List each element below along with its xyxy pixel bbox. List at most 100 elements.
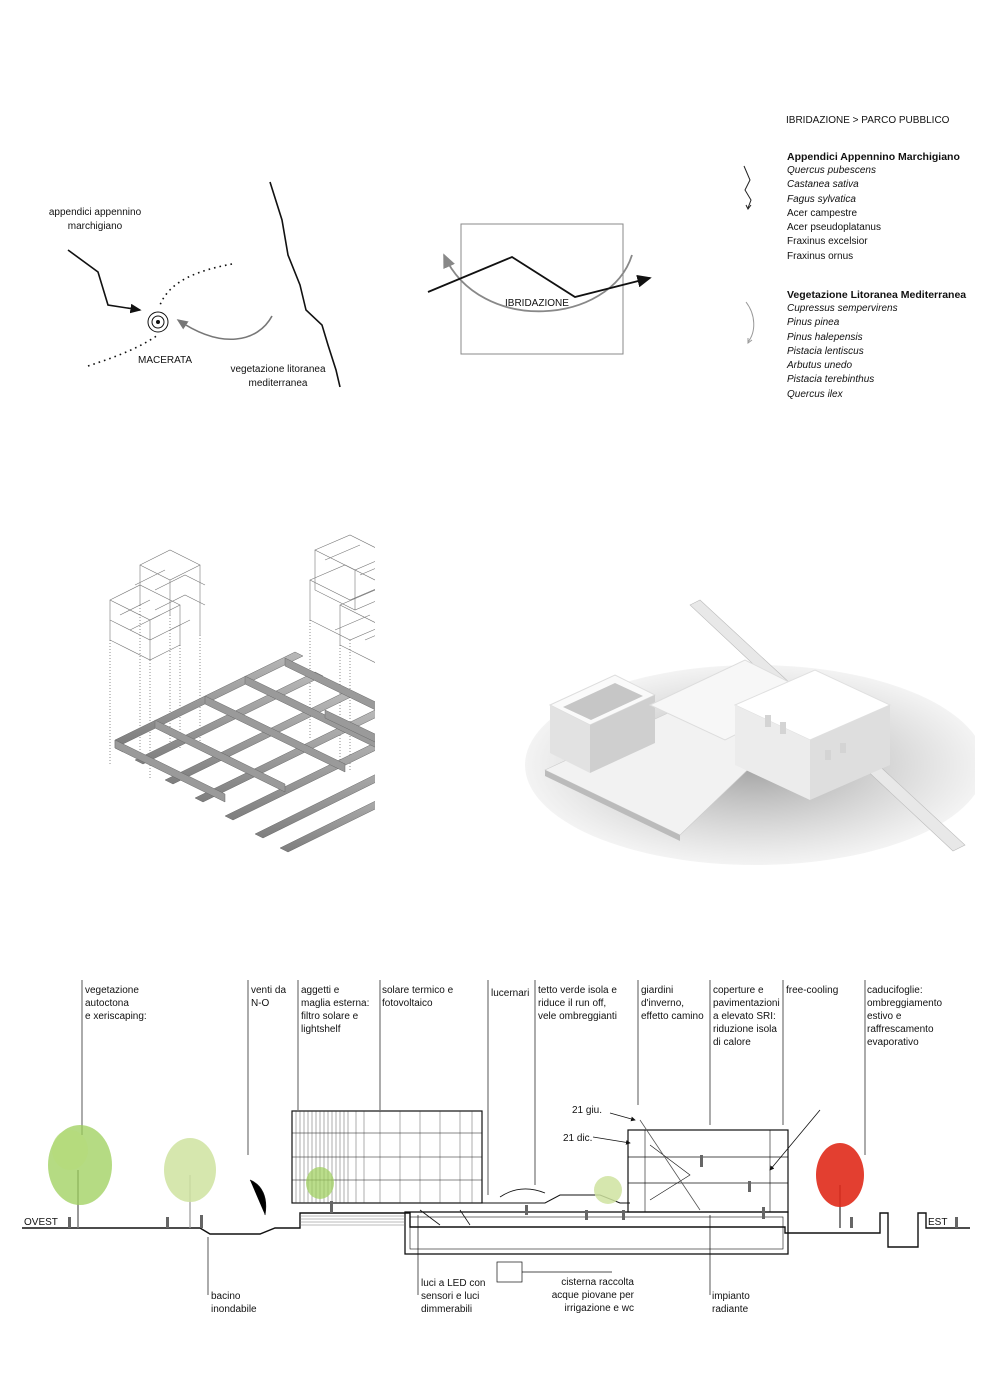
litoranea-arrow bbox=[176, 315, 273, 341]
tree-autoctona-1 bbox=[48, 1125, 112, 1228]
annotation-line: acque piovane per bbox=[551, 1290, 634, 1301]
macerata-target bbox=[147, 311, 169, 333]
annotation-line: inondabile bbox=[211, 1304, 257, 1315]
appennino-legend-icon bbox=[743, 165, 752, 209]
annotation-bacino: bacino inondabile bbox=[211, 1290, 257, 1316]
annotation-lucernari: lucernari bbox=[491, 987, 529, 1000]
shading-sail bbox=[499, 1188, 546, 1198]
litoranea-legend-icon bbox=[745, 301, 755, 343]
annotation-line: free-cooling bbox=[786, 985, 839, 996]
legend-item: Quercus pubescens bbox=[787, 165, 876, 176]
annotation-solare: solare termico e fotovoltaico bbox=[382, 984, 453, 1010]
legend-item: Pistacia lentiscus bbox=[787, 345, 864, 357]
legend-item: Fagus sylvatica bbox=[787, 193, 856, 205]
central-roof bbox=[482, 1194, 630, 1204]
beam-grid bbox=[114, 651, 375, 853]
coastline bbox=[269, 181, 341, 388]
legend-title: Appendici Appennino Marchigiano bbox=[787, 151, 960, 163]
facade-openings bbox=[765, 715, 846, 760]
annotation-line: maglia esterna: bbox=[301, 998, 370, 1009]
annotation-line: e xeriscaping: bbox=[85, 1011, 147, 1022]
annotation-line: sensori e luci bbox=[421, 1291, 480, 1302]
annotation-line: raffrescamento bbox=[867, 1024, 934, 1035]
annotation-leaders bbox=[81, 980, 866, 1195]
annotation-giardini: giardini d'inverno, effetto camino bbox=[641, 984, 704, 1023]
annotation-line: ombreggiamento bbox=[867, 998, 943, 1009]
annotation-line: riduce il run off, bbox=[538, 998, 607, 1009]
annotation-line: N-O bbox=[251, 998, 270, 1009]
annotation-line: riduzione isola bbox=[713, 1024, 777, 1035]
steps bbox=[300, 1215, 405, 1226]
annotation-impianto: impianto radiante bbox=[712, 1290, 750, 1316]
boundary-dotted bbox=[159, 263, 233, 306]
label-sun-winter: 21 dic. bbox=[563, 1133, 593, 1144]
legend-arrows bbox=[743, 165, 755, 344]
annotation-line: vegetazione bbox=[85, 985, 139, 996]
annotation-line: caducifoglie: bbox=[867, 985, 923, 996]
annotation-line: vele ombreggianti bbox=[538, 1011, 617, 1022]
tree-autoctona-2 bbox=[164, 1138, 216, 1228]
ground-profile bbox=[22, 1212, 970, 1248]
axonometric-grid bbox=[109, 534, 375, 853]
basement bbox=[404, 1211, 789, 1255]
annotation-line: luci a LED con bbox=[421, 1278, 486, 1289]
legend-item: Pistacia terebinthus bbox=[787, 374, 875, 386]
boundary-dotted-2 bbox=[87, 334, 159, 367]
legend-item: Acer campestre bbox=[787, 207, 858, 219]
label-east: EST bbox=[928, 1217, 948, 1228]
building-section bbox=[22, 980, 970, 1295]
annotation-line: di calore bbox=[713, 1037, 751, 1048]
tree-caducifoglie bbox=[816, 1143, 864, 1228]
ibridazione-diagram bbox=[427, 223, 652, 355]
tree-central bbox=[594, 1176, 622, 1204]
annotation-line: fotovoltaico bbox=[382, 998, 433, 1009]
tree-atrium bbox=[306, 1167, 334, 1199]
annotation-line: d'inverno, bbox=[641, 998, 685, 1009]
bottom-leaders bbox=[207, 1215, 711, 1295]
annotation-line: giardini bbox=[641, 985, 674, 996]
annotation-line: estivo e bbox=[867, 1011, 902, 1022]
legend-item: Arbutus unedo bbox=[787, 360, 853, 372]
label-west: OVEST bbox=[24, 1217, 58, 1228]
annotation-aggetti: aggetti e maglia esterna: filtro solare … bbox=[301, 984, 369, 1036]
annotation-line: impianto bbox=[712, 1291, 750, 1302]
label-litoranea: vegetazione litoranea mediterranea bbox=[222, 363, 334, 391]
legend-item: Quercus ilex bbox=[787, 388, 843, 400]
legend-item: Pinus pinea bbox=[787, 317, 840, 329]
annotation-line: a elevato SRI: bbox=[713, 1011, 776, 1022]
ibridazione-zigzag bbox=[427, 255, 652, 298]
annotation-line: evaporativo bbox=[867, 1037, 919, 1048]
annotation-line: cisterna raccolta bbox=[561, 1277, 634, 1288]
label-litoranea-line2: mediterranea bbox=[248, 378, 308, 389]
patio-void bbox=[563, 683, 643, 720]
label-appennino-line2: marchigiano bbox=[67, 221, 123, 232]
annotation-line: tetto verde isola e bbox=[538, 985, 617, 996]
legend-item: Pinus halepensis bbox=[787, 331, 863, 343]
annotation-caducifoglie: caducifoglie: ombreggiamento estivo e ra… bbox=[867, 984, 942, 1049]
ibridazione-curve bbox=[443, 253, 633, 313]
massing-model bbox=[525, 599, 975, 865]
people bbox=[68, 1155, 958, 1228]
annotation-venti: venti da N-O bbox=[251, 984, 286, 1010]
wireframe-tower-left bbox=[109, 549, 206, 661]
annotation-luci: luci a LED con sensori e luci dimmerabil… bbox=[421, 1277, 485, 1316]
annotation-line: pavimentazioni bbox=[713, 998, 780, 1009]
legend-title: Vegetazione Litoranea Mediterranea bbox=[787, 289, 967, 301]
sun-rays bbox=[249, 1109, 821, 1226]
annotation-tetto: tetto verde isola e riduce il run off, v… bbox=[538, 984, 617, 1023]
ibridazione-label: IBRIDAZIONE bbox=[505, 298, 569, 309]
east-building bbox=[627, 1129, 789, 1213]
legend-group-appennino: Appendici Appennino Marchigiano Quercus … bbox=[787, 150, 987, 264]
annotation-line: coperture e bbox=[713, 985, 764, 996]
annotation-line: effetto camino bbox=[641, 1011, 704, 1022]
annotation-line: solare termico e bbox=[382, 985, 454, 996]
legend-item: Acer pseudoplatanus bbox=[787, 222, 881, 234]
annotation-cisterna: cisterna raccolta acque piovane per irri… bbox=[524, 1276, 634, 1315]
legend-item: Cupressus sempervirens bbox=[787, 303, 898, 314]
annotation-line: aggetti e bbox=[301, 985, 340, 996]
annotation-line: venti da bbox=[251, 985, 287, 996]
wireframe-tower-right bbox=[309, 534, 375, 663]
site-diagram bbox=[67, 181, 341, 388]
annotation-line: lucernari bbox=[491, 988, 530, 999]
label-appennino: appendici appennino marchigiano bbox=[40, 206, 150, 234]
